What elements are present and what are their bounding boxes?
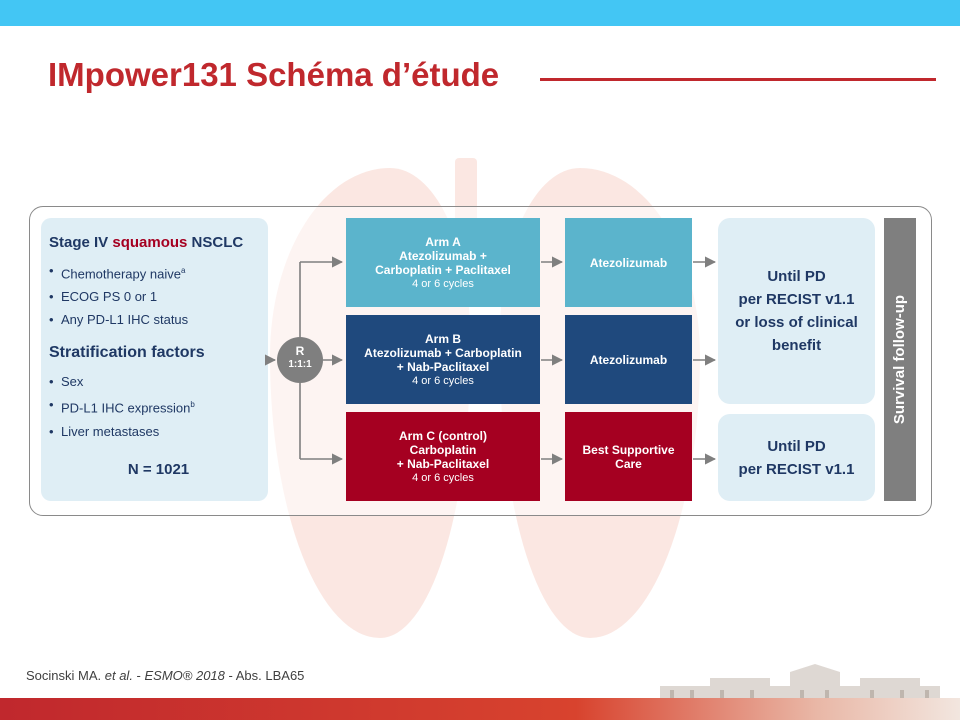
arm-b-box: Arm B Atezolizumab + Carboplatin + Nab-P… bbox=[346, 315, 540, 404]
top-accent-bar bbox=[0, 0, 960, 26]
arm-c-maintenance-box: Best Supportive Care bbox=[565, 412, 692, 501]
outcome-line: per RECIST v1.1 bbox=[738, 460, 855, 478]
outcome-line: or loss of clinical bbox=[735, 314, 858, 331]
sample-size: N = 1021 bbox=[127, 460, 190, 478]
arm-a-maintenance-box: Atezolizumab bbox=[565, 218, 692, 307]
arm-regimen-line2: + Nab-Paclitaxel bbox=[396, 456, 490, 471]
survival-followup-label: Survival follow-up bbox=[891, 294, 909, 425]
page-title: IMpower131 Schéma d’étude bbox=[48, 56, 500, 93]
arm-name: Arm C (control) bbox=[399, 428, 487, 443]
randomization-ratio: 1:1:1 bbox=[288, 359, 312, 370]
arm-b-maintenance-box: Atezolizumab bbox=[565, 315, 692, 404]
outcome-line: Until PD bbox=[767, 268, 826, 285]
arm-name: Arm A bbox=[425, 234, 461, 249]
arm-regimen-line2: + Nab-Paclitaxel bbox=[396, 359, 490, 374]
list-item: Chemotherapy naivea bbox=[49, 259, 268, 285]
arm-cycles: 4 or 6 cycles bbox=[412, 471, 474, 484]
outcome-line: per RECIST v1.1 bbox=[738, 291, 855, 308]
maintenance-label: Best Supportive Care bbox=[582, 442, 675, 471]
bottom-accent-band bbox=[0, 698, 960, 720]
stratification-list: Sex PD-L1 IHC expressionb Liver metastas… bbox=[49, 370, 268, 442]
arm-regimen-line2: Carboplatin + Paclitaxel bbox=[375, 262, 511, 277]
list-item: Sex bbox=[49, 370, 268, 393]
list-item: ECOG PS 0 or 1 bbox=[49, 285, 268, 308]
randomization-label: R bbox=[295, 344, 305, 358]
outcome-line: Until PD bbox=[767, 437, 826, 455]
stratification-heading: Stratification factors bbox=[49, 344, 205, 362]
treatment-until-box-c: Until PD per RECIST v1.1 bbox=[718, 414, 875, 501]
population-heading: Stage IV squamous NSCLC bbox=[49, 234, 244, 251]
arm-regimen-line1: Atezolizumab + Carboplatin bbox=[364, 345, 522, 360]
outcome-line: benefit bbox=[771, 337, 822, 354]
treatment-until-box-ab: Until PD per RECIST v1.1 or loss of clin… bbox=[718, 218, 875, 404]
population-box: Stage IV squamous NSCLC Chemotherapy nai… bbox=[41, 218, 268, 501]
survival-followup-bar: Survival follow-up bbox=[884, 218, 916, 501]
arm-regimen-line1: Carboplatin bbox=[409, 442, 477, 457]
list-item: Any PD-L1 IHC status bbox=[49, 308, 268, 331]
arm-regimen-line1: Atezolizumab + bbox=[399, 248, 487, 263]
maintenance-label: Atezolizumab bbox=[589, 352, 668, 367]
list-item: PD-L1 IHC expressionb bbox=[49, 393, 268, 419]
randomization-node: R 1:1:1 bbox=[277, 337, 323, 383]
citation: Socinski MA. et al. - ESMO® 2018 - Abs. … bbox=[26, 668, 305, 683]
inclusion-criteria-list: Chemotherapy naivea ECOG PS 0 or 1 Any P… bbox=[49, 259, 268, 331]
arm-a-box: Arm A Atezolizumab + Carboplatin + Pacli… bbox=[346, 218, 540, 307]
maintenance-label: Atezolizumab bbox=[589, 255, 668, 270]
arm-name: Arm B bbox=[424, 331, 461, 346]
arm-cycles: 4 or 6 cycles bbox=[412, 277, 474, 290]
list-item: Liver metastases bbox=[49, 420, 268, 443]
arm-cycles: 4 or 6 cycles bbox=[412, 374, 474, 387]
title-underline bbox=[540, 78, 936, 81]
arm-c-box: Arm C (control) Carboplatin + Nab-Paclit… bbox=[346, 412, 540, 501]
